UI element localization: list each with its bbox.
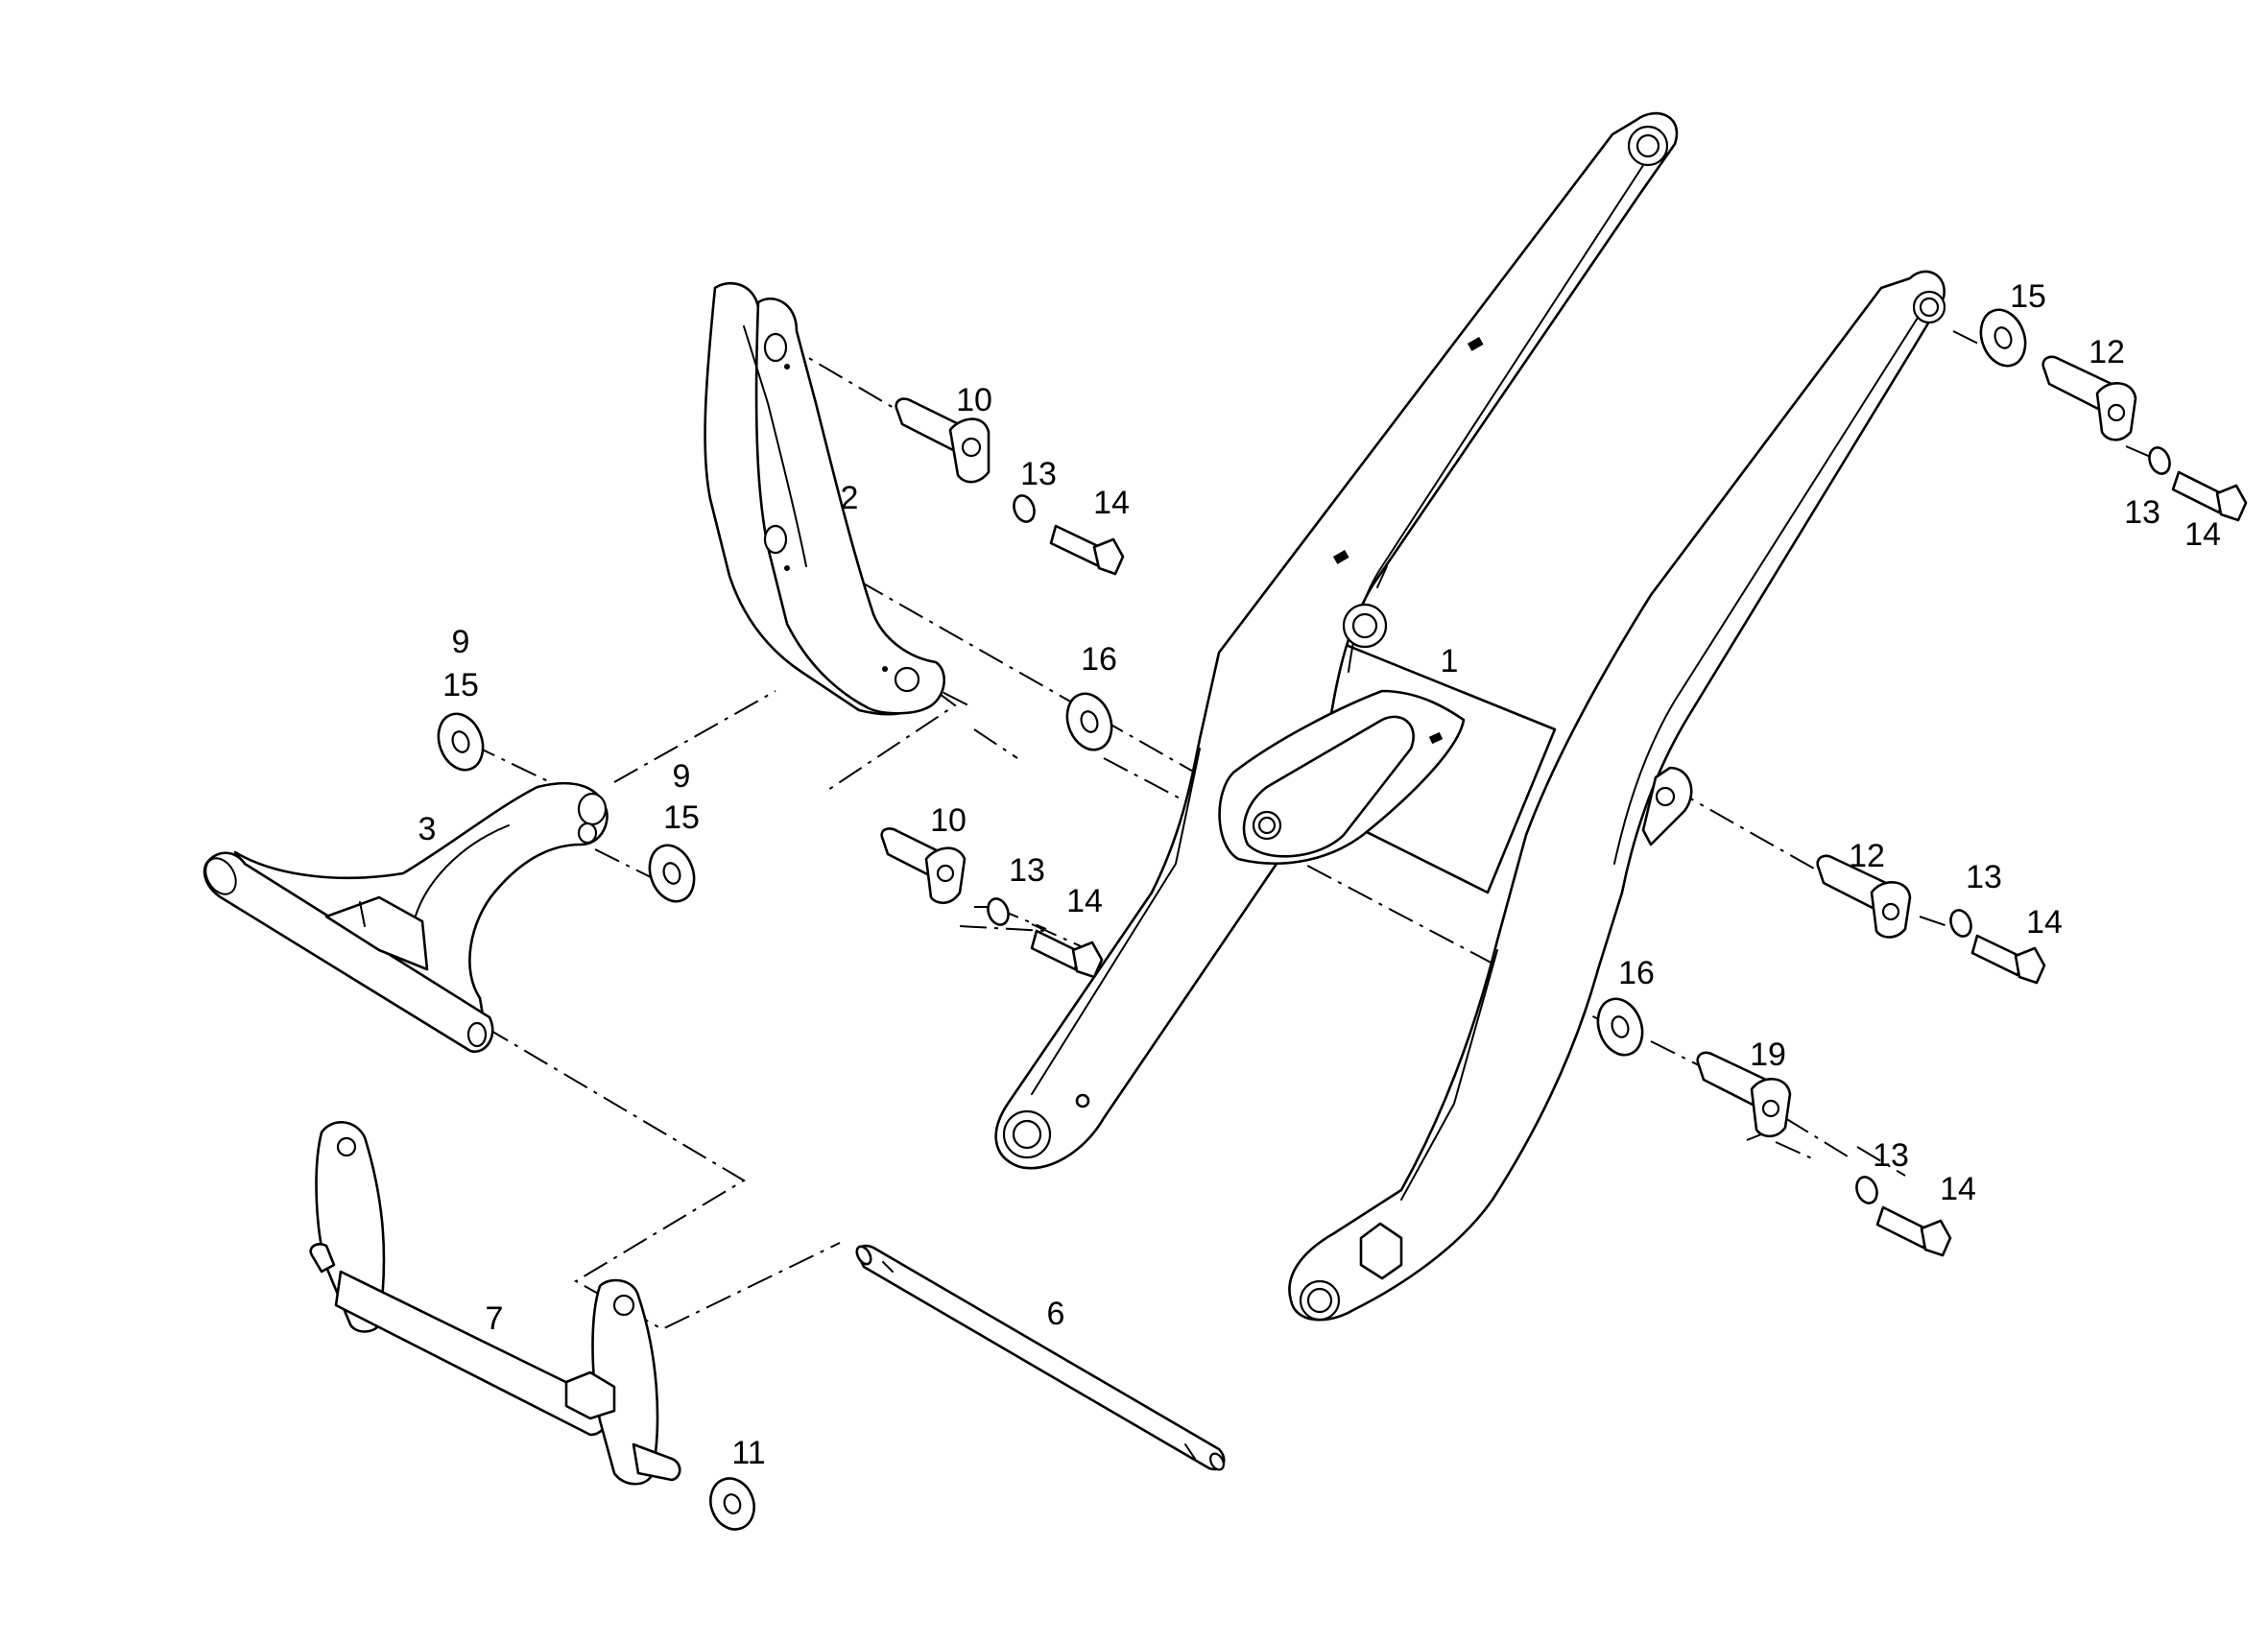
callout-10-lower: 10 <box>930 802 967 839</box>
callout-14-e: 14 <box>1940 1171 1976 1207</box>
part-7-tilt-link <box>309 1121 681 1486</box>
callout-9-upper: 9 <box>452 624 470 660</box>
pin-19 <box>1696 1051 1792 1138</box>
part-3-link-yoke <box>203 781 609 1054</box>
callout-16-upper: 16 <box>1081 641 1117 678</box>
pin-10-upper <box>895 397 991 484</box>
callout-1: 1 <box>1441 643 1459 679</box>
callout-13-d: 13 <box>1966 859 2002 895</box>
callout-14-c: 14 <box>2184 516 2221 553</box>
callout-9-lower: 9 <box>673 758 691 795</box>
part-2-bellcrank <box>704 281 945 716</box>
callout-19: 19 <box>1750 1036 1786 1073</box>
callout-14-a: 14 <box>1093 485 1130 521</box>
callout-12-upper: 12 <box>2089 334 2125 370</box>
washers <box>437 308 2171 1531</box>
callout-6: 6 <box>1047 1296 1065 1332</box>
callout-13-a: 13 <box>1020 456 1057 492</box>
callout-13-b: 13 <box>1009 852 1045 889</box>
callout-14-b: 14 <box>1066 883 1103 919</box>
callout-15-right: 15 <box>2010 278 2046 315</box>
pin-10-lower <box>880 827 967 905</box>
callout-16-lower: 16 <box>1618 955 1655 991</box>
callout-2: 2 <box>841 480 859 516</box>
callout-15-lower: 15 <box>663 799 700 836</box>
callout-13-e: 13 <box>1873 1137 1909 1174</box>
pin-12-upper <box>2041 355 2137 441</box>
callout-15-upper: 15 <box>442 667 479 703</box>
part-6-pin-shaft <box>855 1244 1226 1471</box>
pin-12-lower <box>1816 854 1912 939</box>
part-1-lift-arm-frame <box>994 111 1946 1322</box>
callout-7: 7 <box>486 1300 504 1337</box>
callout-10-upper: 10 <box>956 382 992 418</box>
bolts <box>1030 470 2248 1257</box>
callout-12-lower: 12 <box>1849 838 1885 874</box>
callout-3: 3 <box>418 811 437 847</box>
callout-11: 11 <box>731 1435 765 1471</box>
callout-labels: 1 2 3 6 7 9 15 9 15 10 13 14 16 10 13 14… <box>418 278 2221 1471</box>
callout-13-c: 13 <box>2124 494 2161 531</box>
callout-14-d: 14 <box>2026 904 2063 941</box>
